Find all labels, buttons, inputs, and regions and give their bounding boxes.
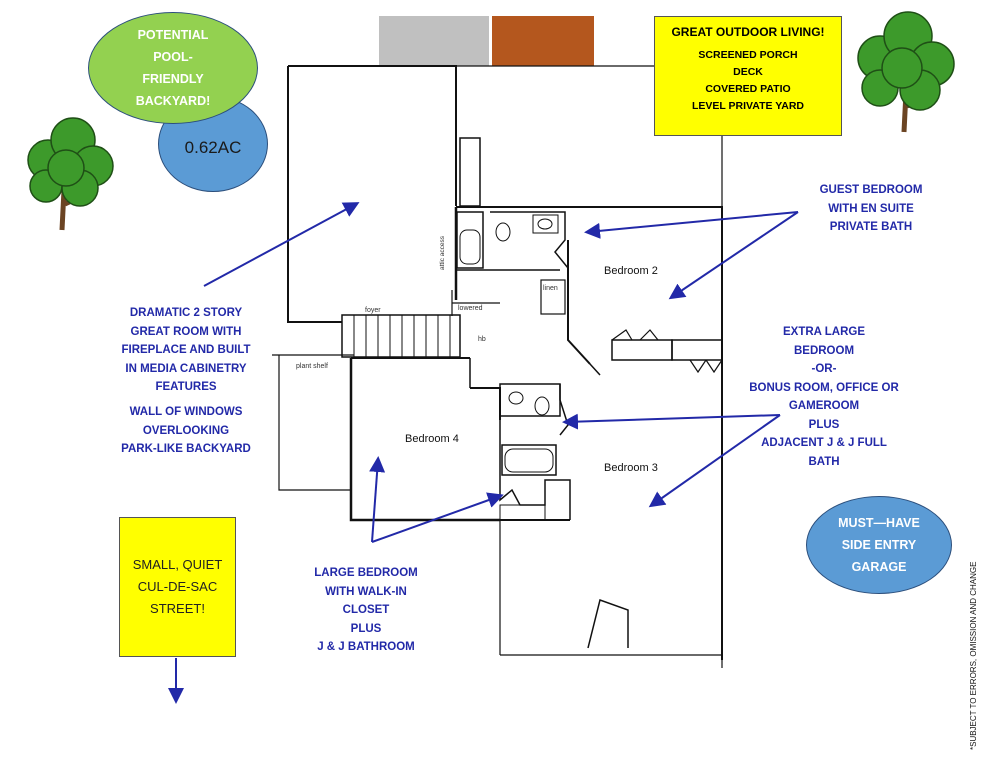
pool-oval: POTENTIAL POOL-FRIENDLY BACKYARD! (88, 12, 258, 124)
outdoor-item: COVERED PATIO (705, 83, 791, 95)
street-box: SMALL, QUIET CUL-DE-SAC STREET! (119, 517, 236, 657)
room-bedroom-3: Bedroom 3 (604, 462, 658, 474)
room-bedroom-4: Bedroom 4 (405, 433, 459, 445)
note-line: WITH EN SUITE (828, 202, 914, 215)
note-line: -OR- (811, 363, 837, 375)
plan-label-attic: attic access (439, 235, 446, 270)
note-line: FIREPLACE AND BUILT (121, 344, 251, 356)
note-line: WITH WALK-IN (325, 585, 407, 598)
gray-block (379, 16, 489, 66)
note-line: PLUS (808, 418, 840, 431)
garage-text: MUST—HAVE SIDE ENTRY GARAGE (838, 516, 920, 574)
note-line: GUEST BEDROOM (819, 184, 923, 196)
note-line: CLOSET (342, 604, 390, 616)
plan-label-lowered: lowered (458, 305, 483, 312)
plan-label-foyer: foyer (365, 307, 381, 314)
note-line: GREAT ROOM WITH (130, 325, 242, 338)
brown-block (492, 16, 594, 66)
note-line: OVERLOOKING (142, 424, 230, 437)
note-line: WALL OF WINDOWS (129, 406, 243, 418)
outdoor-item: DECK (733, 66, 763, 78)
guest-bedroom-note: GUEST BEDROOM WITH EN SUITE PRIVATE BATH (806, 181, 936, 237)
plan-label-hb: hb (478, 336, 486, 343)
large-bedroom-note: LARGE BEDROOM WITH WALK-IN CLOSET PLUS J… (306, 564, 426, 657)
outdoor-living-box: GREAT OUTDOOR LIVING! SCREENED PORCH DEC… (654, 16, 842, 136)
plan-label-plant-shelf: plant shelf (296, 363, 328, 370)
note-line: EXTRA LARGE (783, 326, 865, 338)
note-line: J & J BATHROOM (317, 641, 415, 653)
note-line: BONUS ROOM, OFFICE OR (749, 381, 899, 394)
great-room-note: DRAMATIC 2 STORY GREAT ROOM WITH FIREPLA… (118, 304, 254, 397)
note-line: DRAMATIC 2 STORY (129, 307, 243, 319)
windows-note: WALL OF WINDOWS OVERLOOKING PARK-LIKE BA… (118, 403, 254, 459)
note-line: GAMEROOM (788, 400, 860, 412)
outdoor-item: LEVEL PRIVATE YARD (691, 100, 805, 112)
room-bedroom-2: Bedroom 2 (604, 265, 658, 277)
note-line: BEDROOM (793, 344, 855, 357)
garage-oval: MUST—HAVE SIDE ENTRY GARAGE (806, 496, 952, 594)
plan-label-linen: linen (543, 285, 558, 292)
street-text: SMALL, QUIET CUL-DE-SAC STREET! (132, 557, 223, 616)
tree-icon (27, 117, 114, 231)
outdoor-item: SCREENED PORCH (698, 49, 798, 61)
bonus-room-note: EXTRA LARGE BEDROOM -OR- BONUS ROOM, OFF… (748, 323, 900, 471)
pool-oval-text: POTENTIAL POOL-FRIENDLY BACKYARD! (135, 28, 211, 108)
disclaimer-text: *SUBJECT TO ERRORS, OMISSION AND CHANGE (969, 561, 978, 750)
note-line: PARK-LIKE BACKYARD (121, 443, 251, 455)
note-line: PLUS (350, 622, 382, 635)
note-line: FEATURES (155, 381, 217, 393)
note-line: ADJACENT J & J FULL BATH (761, 437, 887, 468)
note-line: LARGE BEDROOM (314, 567, 418, 579)
note-line: IN MEDIA CABINETRY (125, 362, 247, 375)
outdoor-title: GREAT OUTDOOR LIVING! (671, 25, 825, 39)
note-line: PRIVATE BATH (829, 221, 913, 233)
tree-icon (857, 11, 955, 133)
